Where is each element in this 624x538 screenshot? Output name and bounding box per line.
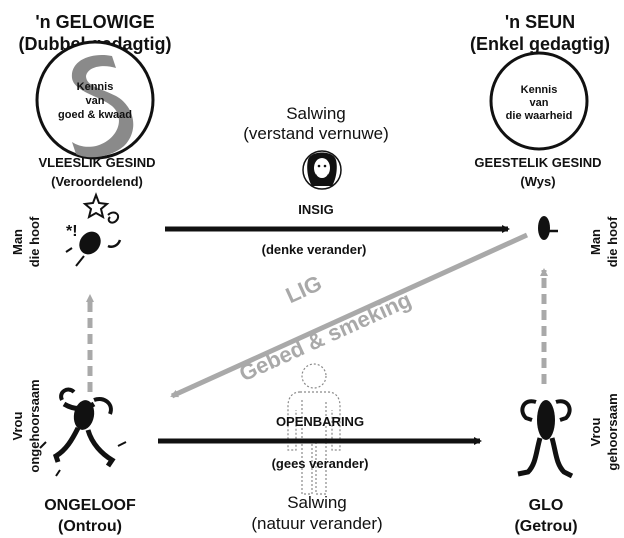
obedient-figure-icon [517, 399, 574, 479]
right-subtitle: (Enkel gedagtig) [470, 34, 610, 54]
openbaring-label: OPENBARING [276, 414, 364, 429]
left-circle-line2: van [86, 95, 105, 107]
right-bottom-side-label: Vrou gehoorsaam [588, 393, 620, 470]
svg-text:*!: *! [66, 223, 78, 240]
right-bottom-side-line1: Vrou [588, 417, 603, 446]
knowledge-truth-circle: Kennis van die waarheid [489, 51, 589, 151]
insig-sublabel: (denke verander) [262, 242, 367, 257]
lig-label: LIG [282, 270, 326, 308]
left-bottom-side-line1: Vrou [10, 411, 25, 440]
openbaring-sublabel: (gees verander) [272, 456, 369, 471]
confused-head-icon: *! [65, 192, 122, 267]
glo-label: GLO [529, 497, 564, 514]
ongeloof-label: ONGELOOF [44, 497, 136, 514]
left-label: VLEESLIK GESIND [38, 155, 155, 170]
insig-label: INSIG [298, 202, 333, 217]
right-circle-line3: die waarheid [506, 110, 573, 122]
knowledge-good-evil-circle: Kennis van goed & kwaad [35, 40, 155, 160]
s-shape-icon [71, 54, 134, 158]
salving-bottom-line1: Salwing [287, 493, 347, 512]
left-circle-line1: Kennis [77, 81, 114, 93]
right-bottom-side-line2: gehoorsaam [605, 393, 620, 470]
right-top-side-line1: Man [588, 229, 603, 255]
salving-bottom-line2: (natuur verander) [251, 514, 382, 533]
dotted-outline-person-icon [287, 363, 341, 495]
jesus-face-icon [302, 150, 342, 190]
left-bottom-side-line2: ongehoorsaam [27, 379, 42, 472]
right-top-side-label: Man die hoof [588, 216, 620, 267]
left-bottom-side-label: Vrou ongehoorsaam [10, 379, 42, 472]
ongeloof-sublabel: (Ontrou) [58, 518, 122, 535]
left-top-side-line2: die hoof [27, 216, 42, 267]
disobedient-figure-icon [39, 387, 127, 477]
right-circle-line2: van [530, 97, 549, 109]
gebed-label: Gebed & smeking [235, 287, 415, 387]
right-top-side-line2: die hoof [605, 216, 620, 267]
salving-top-line1: Salwing [286, 104, 346, 123]
small-head-icon [538, 216, 558, 240]
right-title: 'n SEUN [505, 12, 575, 32]
left-top-side-line1: Man [10, 229, 25, 255]
lig-diagonal-arrow [170, 232, 529, 399]
right-sublabel: (Wys) [520, 174, 555, 189]
left-circle-line3: goed & kwaad [58, 109, 132, 121]
glo-sublabel: (Getrou) [514, 518, 577, 535]
left-title: 'n GELOWIGE [35, 12, 154, 32]
right-label: GEESTELIK GESIND [474, 155, 601, 170]
right-circle-line1: Kennis [521, 84, 558, 96]
left-sublabel: (Veroordelend) [51, 174, 143, 189]
left-top-side-label: Man die hoof [10, 216, 42, 267]
salving-top-line2: (verstand vernuwe) [243, 124, 389, 143]
